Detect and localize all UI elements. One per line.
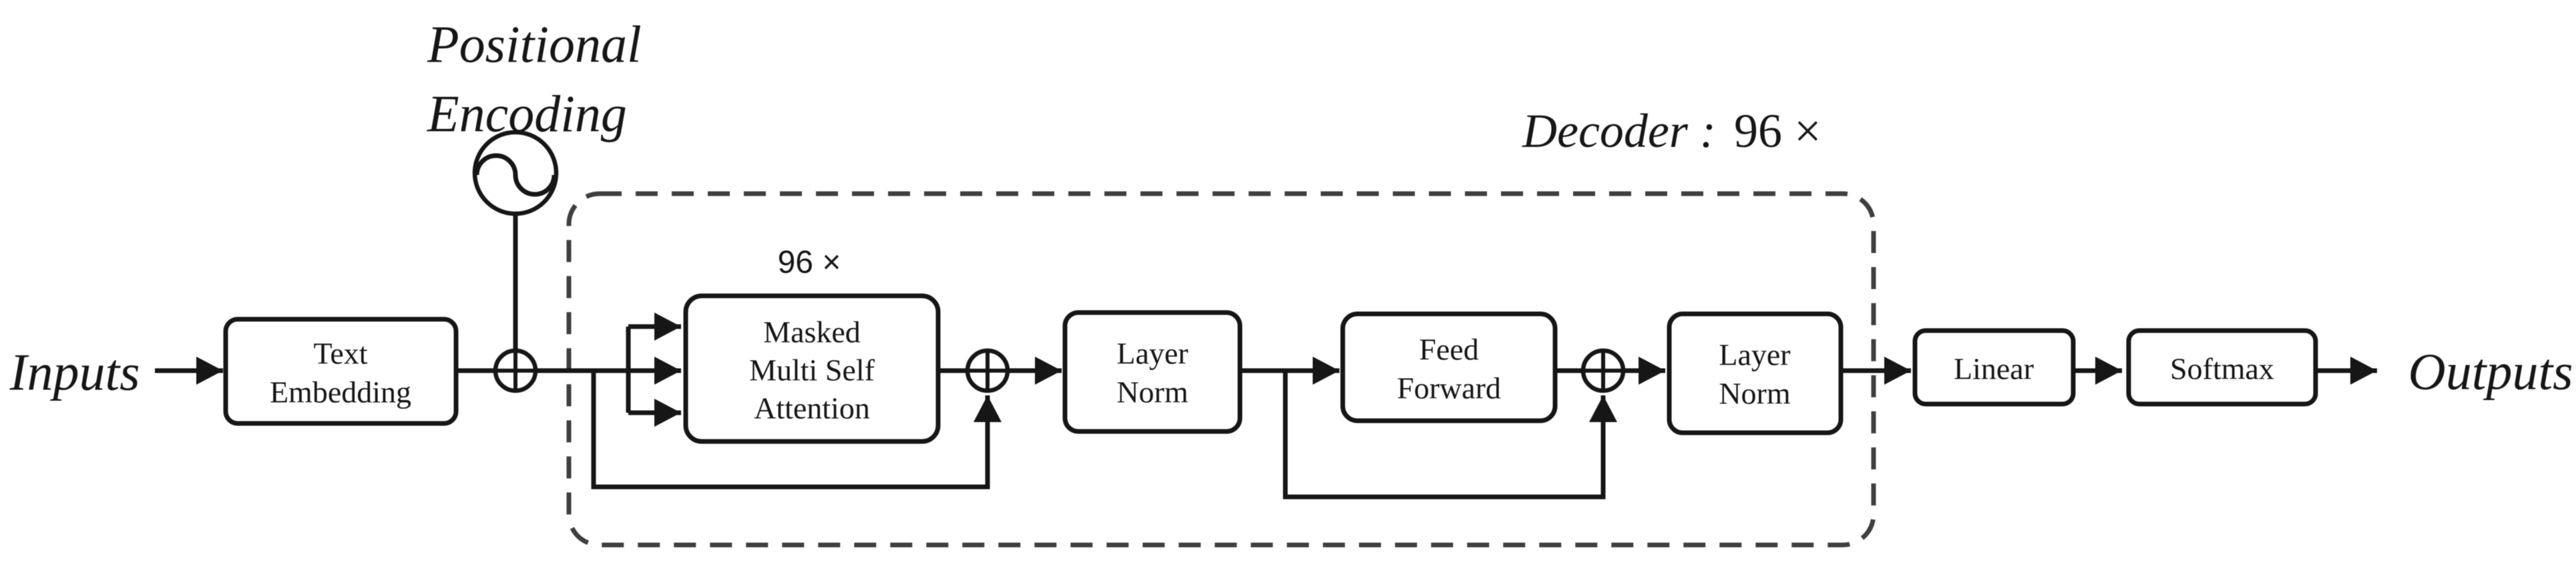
layer-norm-2-box — [1667, 311, 1844, 435]
feed-forward-label: Feed Forward — [1397, 333, 1501, 405]
layer-norm-1-box — [1062, 310, 1243, 434]
layer-norm-2-label: Layer Norm — [1719, 338, 1791, 411]
add-operator-attention — [965, 348, 1010, 393]
linear-box — [1912, 328, 2076, 407]
positional-encoding-icon — [472, 130, 559, 216]
residual-connection-feedforward — [1283, 371, 1617, 500]
softmax-box — [2126, 328, 2318, 407]
masked-attention-label: Masked Multi Self Attention — [749, 315, 875, 425]
plus-icon — [495, 351, 535, 391]
masked-attention-line1: Masked — [763, 315, 861, 349]
inputs-label: Inputs — [9, 343, 140, 401]
decoder-label: Decoder : — [1522, 104, 1716, 158]
positional-encoding-label-line2: Encoding — [427, 85, 627, 143]
text-embedding-label: Text Embedding — [270, 337, 411, 409]
outputs-label: Outputs — [2408, 343, 2573, 401]
text-embedding-box — [223, 317, 459, 426]
attention-multiplier-label: 96 × — [778, 245, 841, 280]
plus-icon — [968, 351, 1008, 391]
masked-attention-line2: Multi Self — [749, 353, 875, 387]
feed-forward-line1: Feed — [1419, 333, 1478, 367]
layer-norm-2-line2: Norm — [1719, 377, 1791, 411]
positional-encoding-label-line1: Positional — [427, 15, 642, 73]
layer-norm-2-line1: Layer — [1719, 338, 1790, 372]
residual-connection-attention — [591, 371, 1002, 490]
text-embedding-line1: Text — [313, 337, 367, 371]
masked-attention-box — [683, 293, 941, 444]
text-embedding-line2: Embedding — [270, 375, 411, 409]
add-operator-embedding — [493, 348, 538, 393]
add-operator-feedforward — [1580, 348, 1626, 393]
linear-label: Linear — [1954, 352, 2034, 386]
softmax-label: Softmax — [2170, 352, 2274, 386]
layer-norm-1-line2: Norm — [1116, 375, 1189, 409]
sine-wave-icon — [474, 153, 557, 197]
feed-forward-line2: Forward — [1397, 371, 1501, 405]
masked-attention-line3: Attention — [754, 391, 870, 425]
layer-norm-1-line1: Layer — [1116, 337, 1188, 371]
plus-icon — [1583, 351, 1623, 391]
decoder-multiplier-label: 96 × — [1734, 104, 1821, 158]
layer-norm-1-label: Layer Norm — [1116, 337, 1189, 409]
feed-forward-box — [1340, 311, 1558, 423]
